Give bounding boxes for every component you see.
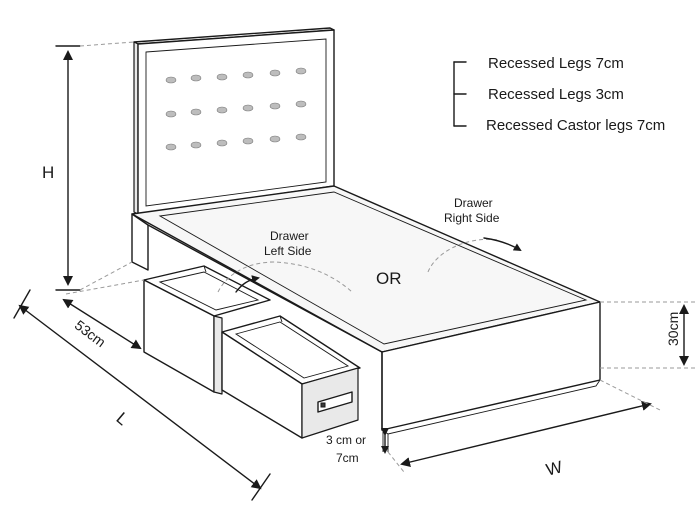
height-dimension [55, 41, 135, 291]
leg-options-bracket [453, 61, 467, 127]
height-label: H [42, 163, 54, 182]
drawer-left-arrowhead [235, 275, 260, 293]
leg-height-label-line2: 7cm [336, 451, 359, 465]
or-label: OR [376, 269, 402, 288]
depth-dimension [62, 279, 145, 350]
drawer-right-label-line1: Drawer [454, 196, 493, 210]
drawer-right [221, 315, 361, 439]
base-height-label: 30cm [665, 312, 681, 346]
drawer-left-label-line2: Left Side [264, 244, 312, 258]
headboard [133, 27, 335, 215]
depth-label: 53cm [72, 317, 109, 350]
drawer-handle [317, 391, 353, 413]
leg-option-3: Recessed Castor legs 7cm [486, 117, 665, 134]
drawer-right-arrowhead [483, 237, 522, 252]
drawer-right-label-line2: Right Side [444, 211, 500, 225]
headboard-buttons [165, 67, 307, 151]
length-dimension [13, 289, 271, 501]
length-label: L [113, 409, 132, 430]
leg-height-label-line1: 3 cm or [326, 433, 366, 447]
width-dimension [387, 379, 661, 473]
width-label: W [544, 457, 564, 479]
base-height-dimension [600, 301, 696, 369]
leg-option-2: Recessed Legs 3cm [488, 86, 624, 103]
leg-option-1: Recessed Legs 7cm [488, 55, 624, 72]
or-arc-left [269, 261, 353, 293]
drawer-left-label-line1: Drawer [270, 229, 309, 243]
